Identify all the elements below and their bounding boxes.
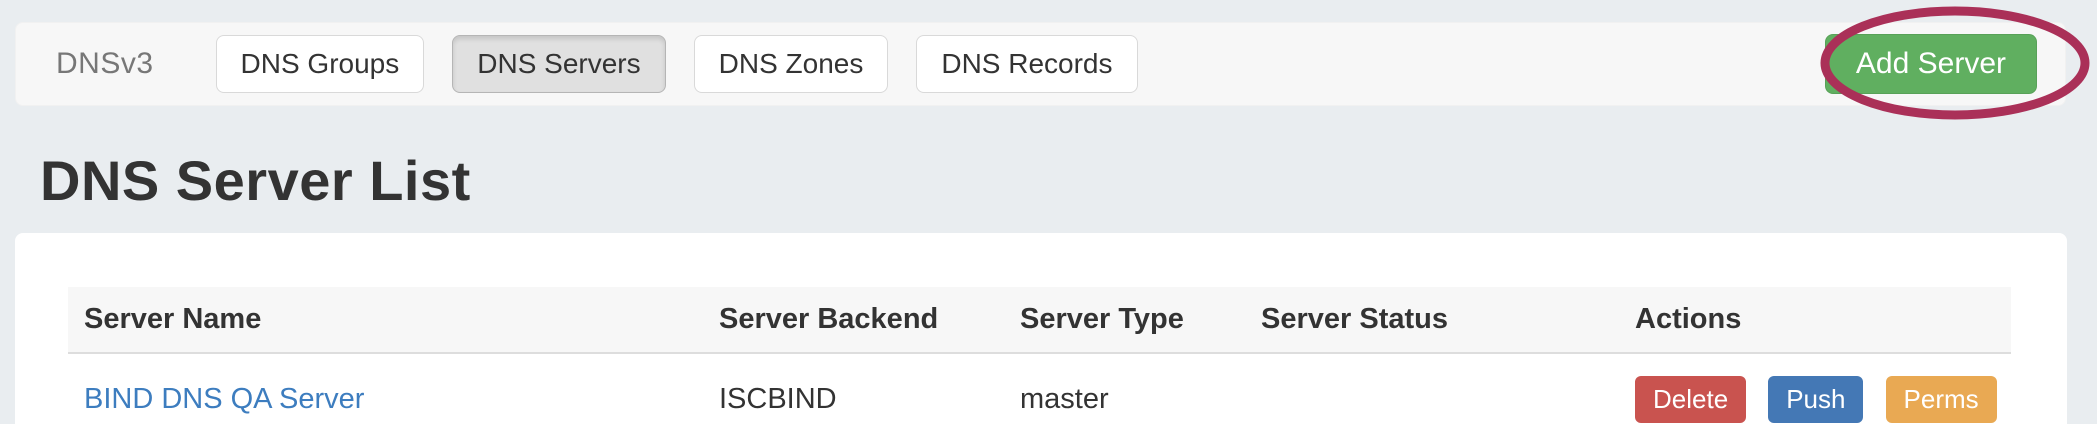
- page-title: DNS Server List: [40, 149, 471, 212]
- perms-button[interactable]: Perms: [1885, 376, 1997, 423]
- cell-server-name: BIND DNS QA Server: [68, 353, 703, 424]
- delete-button[interactable]: Delete: [1635, 376, 1747, 423]
- tab-dns-servers[interactable]: DNS Servers: [452, 35, 666, 93]
- col-header-server-status: Server Status: [1245, 287, 1619, 354]
- col-header-server-name: Server Name: [68, 287, 703, 354]
- col-header-server-backend: Server Backend: [703, 287, 1004, 354]
- server-name-link[interactable]: BIND DNS QA Server: [84, 383, 365, 415]
- table-header: Server Name Server Backend Server Type S…: [68, 287, 2011, 354]
- cell-actions: Delete Push Perms: [1619, 353, 2011, 424]
- tab-dns-records[interactable]: DNS Records: [916, 35, 1138, 93]
- col-header-server-type: Server Type: [1004, 287, 1245, 354]
- nav-tab-group: DNS Groups DNS Servers DNS Zones DNS Rec…: [215, 35, 1138, 93]
- table-row: BIND DNS QA Server ISCBIND master Delete…: [68, 353, 2011, 424]
- brand-logo: DNSv3: [56, 47, 154, 80]
- add-server-button[interactable]: Add Server: [1824, 34, 2037, 94]
- tab-dns-groups[interactable]: DNS Groups: [215, 35, 425, 93]
- tab-dns-zones[interactable]: DNS Zones: [693, 35, 889, 93]
- cell-server-status: [1245, 353, 1619, 424]
- push-button[interactable]: Push: [1768, 376, 1864, 423]
- server-table: Server Name Server Backend Server Type S…: [68, 287, 2011, 424]
- cell-server-backend: ISCBIND: [719, 383, 837, 415]
- server-list-card: Server Name Server Backend Server Type S…: [15, 233, 2067, 424]
- cell-server-type: master: [1020, 383, 1109, 415]
- navbar: DNSv3 DNS Groups DNS Servers DNS Zones D…: [15, 22, 2066, 106]
- col-header-actions: Actions: [1619, 287, 2011, 354]
